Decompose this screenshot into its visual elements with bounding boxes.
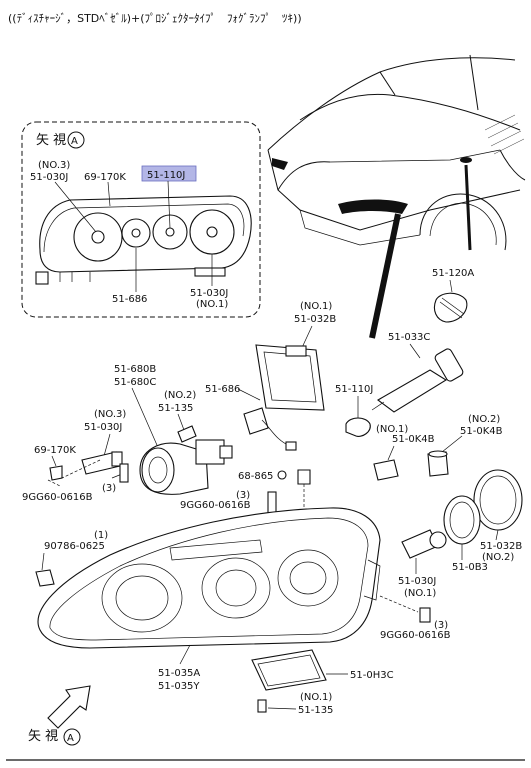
callout-68-865: 68-865 bbox=[238, 471, 273, 482]
callout-51-135: 51-135 bbox=[158, 403, 193, 414]
highlight-box bbox=[141, 165, 197, 182]
callout-9gg-c: 9GG60-0616B bbox=[380, 630, 451, 641]
callout-no1-032b: (NO.1) bbox=[300, 301, 332, 312]
callout-51-680b: 51-680B bbox=[114, 364, 156, 375]
callout-no1-135: (NO.1) bbox=[300, 692, 332, 703]
callout-51-030j-2: 51-030J bbox=[398, 576, 436, 587]
callout-51-686: 51-686 bbox=[205, 384, 240, 395]
callout-51-033c: 51-033C bbox=[388, 332, 430, 343]
view-a-letter: A bbox=[67, 733, 74, 744]
diagram-title: ((ﾃﾞｨｽﾁｬｰｼﾞ，STDﾍﾞｾﾞﾙ)+(ﾌﾟﾛｼﾞｪｸﾀｰﾀｲﾌﾟ ﾌｫｸ… bbox=[8, 12, 302, 25]
callout-51-030j: 51-030J bbox=[84, 422, 122, 433]
callout-51-035a: 51-035A bbox=[158, 668, 200, 679]
callout-51-120a: 51-120A bbox=[432, 268, 474, 279]
left-upper-parts: 51-680B 51-680C (NO.2) 51-135 (NO.3) 51-… bbox=[22, 364, 233, 503]
callout-51-0b3: 51-0B3 bbox=[452, 562, 488, 573]
inset-view-letter: A bbox=[71, 136, 78, 147]
view-a-label: 矢 視 bbox=[28, 729, 58, 744]
inset-view-label: 矢 視 bbox=[36, 133, 66, 148]
callout-9gg-b: 9GG60-0616B bbox=[180, 500, 251, 511]
callout-51-032b: 51-032B bbox=[294, 314, 336, 325]
car-illustration bbox=[267, 54, 526, 339]
upper-parts: (NO.1) 51-032B 51-033C 51-110J 51-686 bbox=[205, 301, 464, 451]
callout-no1-030j: (NO.1) bbox=[404, 588, 436, 599]
inset-callout-no1: (NO.1) bbox=[196, 299, 228, 310]
callout-51-035y: 51-035Y bbox=[158, 681, 200, 692]
view-a-arrow: 矢 視 A bbox=[28, 685, 91, 746]
inset-callout-51-110j: 51-110J bbox=[147, 170, 185, 181]
callout-9gg-a: 9GG60-0616B bbox=[22, 492, 93, 503]
callout-51-032b-2: 51-032B bbox=[480, 541, 522, 552]
callout-51-0h3c: 51-0H3C bbox=[350, 670, 394, 681]
callout-no1-0k4b: (NO.1) bbox=[376, 424, 408, 435]
callout-90786: 90786-0625 bbox=[44, 541, 105, 552]
callout-no2-135: (NO.2) bbox=[164, 390, 196, 401]
callout-69-170k: 69-170K bbox=[34, 445, 76, 456]
callout-51-0k4b-2: 51-0K4B bbox=[460, 426, 503, 437]
inset-callout-no3: (NO.3) bbox=[38, 160, 70, 171]
callout-51-0k4b: 51-0K4B bbox=[392, 434, 435, 445]
callout-51-110j: 51-110J bbox=[335, 384, 373, 395]
callout-no2-0k4b: (NO.2) bbox=[468, 414, 500, 425]
callout-no2-032b: (NO.2) bbox=[482, 552, 514, 563]
callout-51-135-b: 51-135 bbox=[298, 705, 333, 716]
main-headlamp: (1) 90786-0625 51-035A 51-035Y bbox=[35, 507, 381, 692]
middle-parts: 68-865 (3) 9GG60-0616B (NO.1) 51-0K4B (N… bbox=[180, 414, 503, 530]
callout-3c: (3) bbox=[434, 620, 448, 631]
inset-callout-51-030j-b: 51-030J bbox=[190, 288, 228, 299]
inset-callout-51-686: 51-686 bbox=[112, 294, 147, 305]
inset-callout-51-030j: 51-030J bbox=[30, 172, 68, 183]
callout-1: (1) bbox=[94, 530, 108, 541]
callout-3b: (3) bbox=[236, 490, 250, 501]
callout-51-680c: 51-680C bbox=[114, 377, 156, 388]
right-lower-parts: 51-032B (NO.2) 51-0B3 51-030J (NO.1) (3)… bbox=[251, 469, 523, 716]
side-marker-part: 51-120A bbox=[432, 268, 474, 323]
callout-3a: (3) bbox=[102, 483, 116, 494]
inset-callout-69-170k: 69-170K bbox=[84, 172, 126, 183]
view-a-inset: 矢 視 A (NO.3) 51-030J 69-170K 51-110J 51-… bbox=[21, 121, 261, 318]
callout-no3: (NO.3) bbox=[94, 409, 126, 420]
